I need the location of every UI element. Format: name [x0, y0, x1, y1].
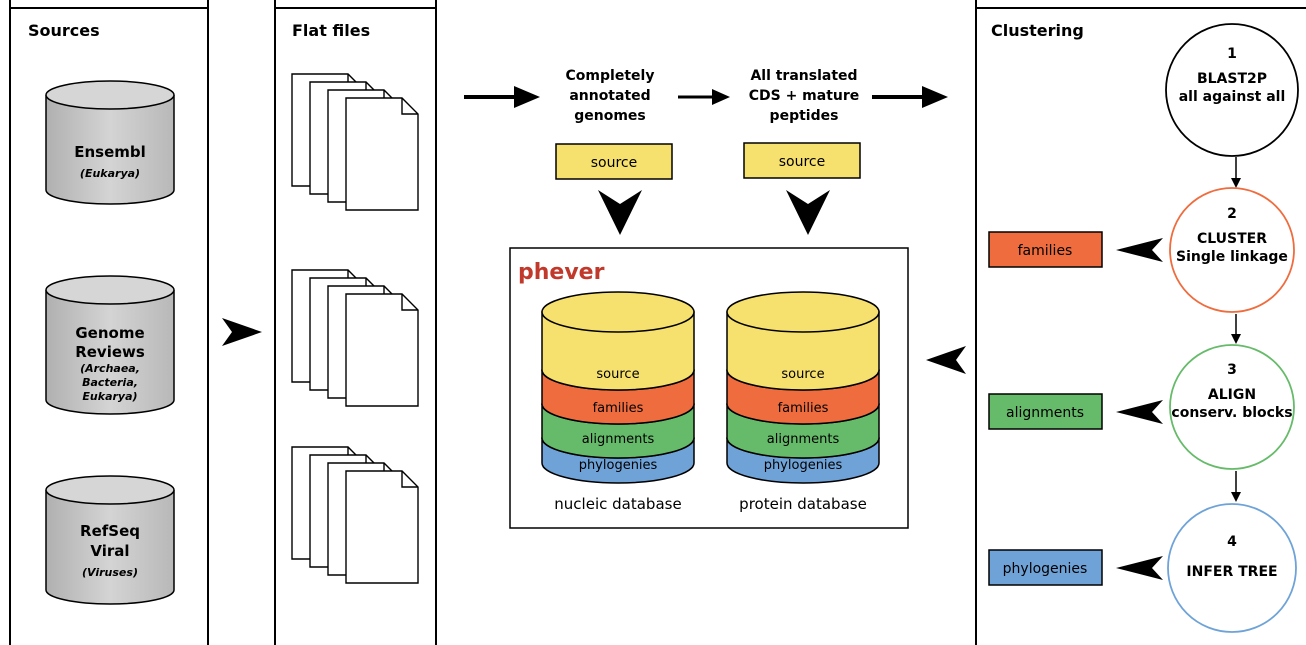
protein-layer-alignments: alignments [767, 432, 840, 447]
step-1-number: 1 [1227, 46, 1237, 62]
clustering-step-1: 1 BLAST2P all against all [1165, 23, 1299, 157]
nucleic-db-stack: source families alignments phylogenies [541, 291, 695, 484]
clustering-step-4: 4 INFER TREE [1167, 503, 1297, 633]
clustering-step-2: 2 CLUSTER Single linkage [1169, 187, 1295, 313]
arrow-step2-to-step3 [1231, 314, 1241, 344]
nucleic-layer-source: source [596, 367, 639, 382]
arrowhead-step2-to-families [1116, 238, 1163, 262]
genomes-label-2: annotated [569, 88, 650, 104]
source-genome-reviews-sub-3: Eukarya) [82, 390, 137, 403]
cds-label-3: peptides [770, 108, 839, 124]
phever-database-box: phever source families alignments phylog… [509, 247, 909, 529]
source-genome-reviews-sub-2: Bacteria, [82, 376, 138, 389]
arrow-genomes-to-cds [678, 89, 730, 105]
arrowhead-sources-to-flatfiles [222, 318, 262, 346]
arrowhead-step3-to-alignments [1116, 400, 1163, 424]
source-ensembl-sub: (Eukarya) [80, 167, 140, 180]
arrowhead-clustering-to-database [926, 346, 966, 374]
flat-file-stacks [291, 73, 419, 584]
flat-files-title: Flat files [292, 21, 370, 40]
protein-layer-families: families [778, 401, 829, 416]
output-families-label: families [1018, 243, 1073, 259]
clustering-panel-border [975, 0, 1306, 645]
source-refseq-label-1: RefSeq [80, 522, 140, 540]
source-refseq-sub: (Viruses) [82, 566, 138, 579]
protein-database-label: protein database [739, 495, 867, 513]
source-genome-reviews-sub-1: (Archaea, [80, 362, 140, 375]
sources-panel: Sources Ensembl (Eukarya) Genome Reviews… [9, 0, 209, 645]
output-phylogenies-label: phylogenies [1003, 561, 1088, 577]
arrowhead-source-to-protein-db [786, 190, 830, 235]
clustering-title: Clustering [991, 21, 1084, 40]
output-alignments-label: alignments [1006, 405, 1084, 421]
step-1-line-2: all against all [1179, 89, 1286, 105]
nucleic-layer-phylogenies: phylogenies [579, 458, 658, 473]
flat-files-panel: Flat files [274, 0, 437, 645]
output-families: families [988, 231, 1163, 268]
arrow-step3-to-step4 [1231, 471, 1241, 502]
protein-db-stack: source families alignments phylogenies [726, 291, 880, 484]
document-icon [345, 470, 419, 584]
file-stack-3 [291, 446, 419, 584]
clustering-step-3: 3 ALIGN conserv. blocks [1169, 344, 1295, 470]
sources-panel-border [9, 0, 209, 645]
arrowhead-source-to-nucleic-db [598, 190, 642, 235]
document-fold [401, 294, 418, 311]
step-3-line-1: ALIGN [1208, 387, 1256, 403]
step-2-line-1: CLUSTER [1197, 231, 1267, 247]
protein-layer-phylogenies: phylogenies [764, 458, 843, 473]
file-stack-1 [291, 73, 419, 211]
genomes-label-3: genomes [574, 108, 646, 124]
step-4-number: 4 [1227, 534, 1237, 550]
protein-layer-source: source [781, 367, 824, 382]
genomes-label-1: Completely [566, 68, 655, 84]
document-icon [345, 97, 419, 211]
step-2-number: 2 [1227, 206, 1237, 222]
cds-label-1: All translated [750, 68, 857, 84]
source-genome-reviews-label-2: Reviews [75, 343, 145, 361]
document-icon [345, 293, 419, 407]
document-fold [401, 471, 418, 488]
cds-label-2: CDS + mature [749, 88, 860, 104]
step-2-line-2: Single linkage [1176, 249, 1288, 265]
output-alignments: alignments [988, 393, 1163, 430]
step-1-line-1: BLAST2P [1197, 71, 1267, 87]
source-ensembl-label: Ensembl [74, 143, 146, 161]
source-refseq-label-2: Viral [90, 542, 129, 560]
phever-logo: phever [518, 260, 605, 285]
source-tag-nucleic: source [555, 143, 673, 180]
nucleic-database-label: nucleic database [554, 495, 681, 513]
arrowhead-step4-to-phylogenies [1116, 556, 1163, 580]
source-tag-protein: source [743, 142, 861, 179]
nucleic-layer-alignments: alignments [582, 432, 655, 447]
step-4-line-1: INFER TREE [1186, 564, 1277, 580]
source-genome-reviews-label-1: Genome [75, 324, 144, 342]
file-stack-2 [291, 269, 419, 407]
step-3-number: 3 [1227, 362, 1237, 378]
arrow-flatfiles-to-genomes [464, 86, 540, 108]
arrow-step1-to-step2 [1231, 157, 1241, 188]
document-fold [401, 98, 418, 115]
sources-title: Sources [28, 21, 100, 40]
step-3-line-2: conserv. blocks [1171, 405, 1292, 421]
output-phylogenies: phylogenies [988, 549, 1163, 586]
clustering-panel: Clustering 1 BLAST2P all against all 2 C… [975, 0, 1306, 645]
flat-files-panel-border [274, 0, 437, 645]
source-genome-reviews-cylinder: Genome Reviews (Archaea, Bacteria, Eukar… [45, 275, 175, 415]
source-tag-protein-label: source [779, 154, 826, 170]
arrow-cds-to-clustering [872, 86, 948, 108]
nucleic-layer-families: families [593, 401, 644, 416]
source-tag-nucleic-label: source [591, 155, 638, 171]
source-ensembl-cylinder: Ensembl (Eukarya) [45, 80, 175, 205]
source-refseq-viral-cylinder: RefSeq Viral (Viruses) [45, 475, 175, 605]
